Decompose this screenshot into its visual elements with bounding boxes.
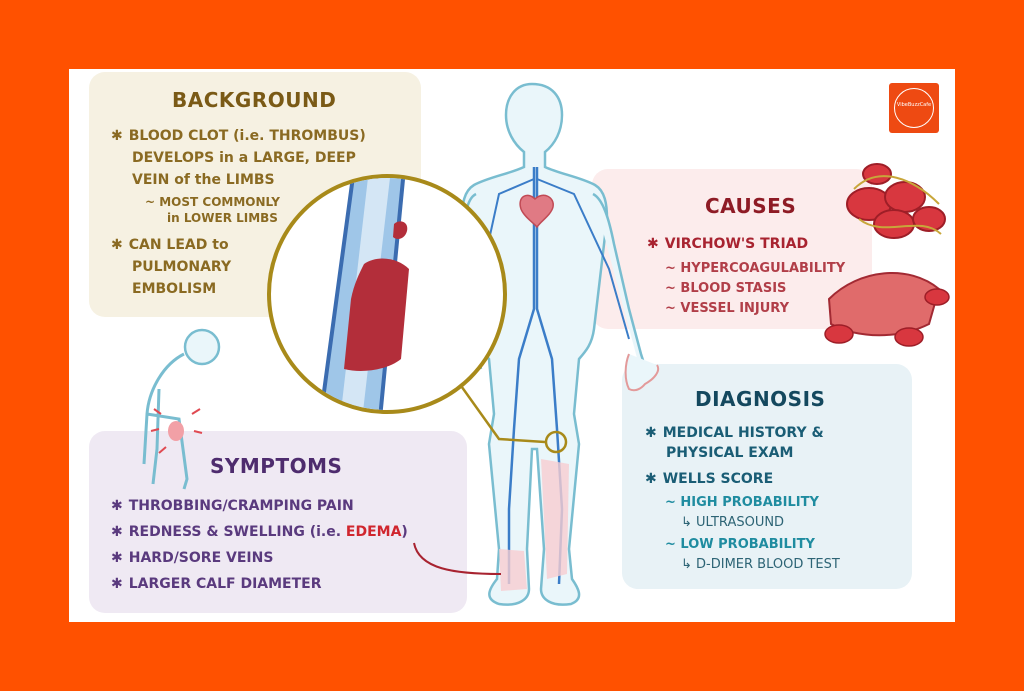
bullet-text: MEDICAL HISTORY & — [662, 425, 824, 441]
bullet-text: LARGER CALF DIAMETER — [128, 576, 322, 592]
causes-item-1: ~ HYPERCOAGULABILITY — [665, 261, 846, 276]
illustration-layer — [142, 82, 950, 606]
symptom-item-4: ✱ LARGER CALF DIAMETER — [111, 574, 322, 594]
brand-logo: VibeBuzzCafe — [889, 83, 939, 133]
diagnosis-low-next: ↳ D-DIMER BLOOD TEST — [681, 557, 840, 572]
background-title: BACKGROUND — [172, 88, 337, 112]
diagnosis-high-next: ↳ ULTRASOUND — [681, 515, 785, 530]
background-sub-line-2: in LOWER LIMBS — [167, 211, 278, 225]
bullet-star-icon: ✱ — [111, 576, 123, 592]
edema-highlight: EDEMA — [345, 524, 402, 540]
diagnosis-item-2: ✱ WELLS SCORE — [645, 469, 773, 489]
symptoms-title: SYMPTOMS — [210, 454, 343, 478]
diagnosis-item-1-line-2: PHYSICAL EXAM — [666, 445, 794, 461]
causes-item-2: ~ BLOOD STASIS — [665, 281, 787, 296]
logo-ring — [894, 88, 934, 128]
background-bullet-line-3: VEIN of the LIMBS — [132, 172, 275, 188]
background-bullet2-line-1: ✱ CAN LEAD to — [111, 235, 229, 255]
magnified-clot-illustration — [267, 174, 507, 414]
diagnosis-panel — [622, 364, 912, 589]
bullet-text: THROBBING/CRAMPING PAIN — [128, 498, 354, 514]
symptom-item-2: ✱ REDNESS & SWELLING (i.e. EDEMA) — [111, 522, 408, 542]
bent-person-pain-illustration — [142, 328, 221, 490]
causes-title: CAUSES — [705, 194, 797, 218]
diagnosis-title: DIAGNOSIS — [695, 387, 826, 411]
bullet-star-icon: ✱ — [111, 524, 123, 540]
causes-panel — [592, 169, 872, 329]
background-bullet2-line-2: PULMONARY — [132, 259, 232, 275]
diagnosis-high: ~ HIGH PROBABILITY — [665, 495, 819, 510]
red-blood-cells-illustration — [824, 163, 950, 347]
diagnosis-item-1-line-1: ✱ MEDICAL HISTORY & — [645, 423, 824, 443]
bullet-text-close: ) — [401, 524, 408, 540]
bullet-star-icon: ✱ — [645, 471, 657, 487]
bullet-star-icon: ✱ — [111, 498, 123, 514]
bullet-star-icon: ✱ — [647, 236, 659, 252]
background-bullet2-line-3: EMBOLISM — [132, 281, 217, 297]
edema-pointer-line — [413, 542, 502, 575]
bullet-text: WELLS SCORE — [662, 471, 774, 487]
bullet-star-icon: ✱ — [111, 550, 123, 566]
bullet-star-icon: ✱ — [645, 425, 657, 441]
background-bullet-line-2: DEVELOPS in a LARGE, DEEP — [132, 150, 356, 166]
bullet-text: REDNESS & SWELLING (i.e. — [128, 524, 346, 540]
diagnosis-low: ~ LOW PROBABILITY — [665, 537, 815, 552]
bullet-text: VIRCHOW'S TRIAD — [664, 236, 809, 252]
causes-main: ✱ VIRCHOW'S TRIAD — [647, 234, 808, 254]
background-sub-line-1: ~ MOST COMMONLY — [145, 195, 280, 209]
background-bullet-line-1: ✱ BLOOD CLOT (i.e. THROMBUS) — [111, 126, 366, 146]
infographic-canvas: VibeBuzzCafe BACKGROUND ✱ BLOOD CLOT (i.e… — [69, 69, 955, 622]
bullet-text: CAN LEAD to — [128, 237, 229, 253]
symptom-item-3: ✱ HARD/SORE VEINS — [111, 548, 273, 568]
logo-text: VibeBuzzCafe — [896, 102, 932, 108]
bullet-text: HARD/SORE VEINS — [128, 550, 274, 566]
symptoms-panel — [89, 431, 467, 613]
bullet-star-icon: ✱ — [111, 237, 123, 253]
causes-item-3: ~ VESSEL INJURY — [665, 301, 790, 316]
bullet-star-icon: ✱ — [111, 128, 123, 144]
bullet-text: BLOOD CLOT (i.e. THROMBUS) — [128, 128, 366, 144]
symptom-item-1: ✱ THROBBING/CRAMPING PAIN — [111, 496, 354, 516]
